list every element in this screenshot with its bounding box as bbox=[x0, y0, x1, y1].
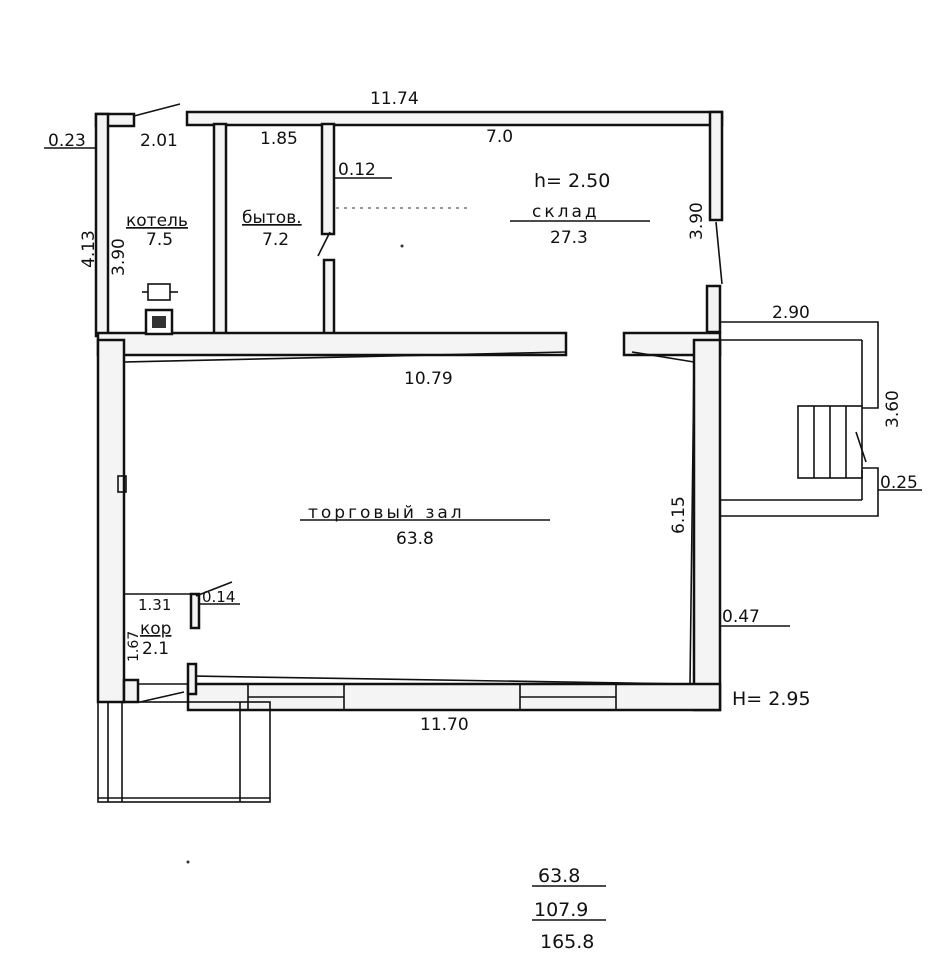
door-sklad-right bbox=[715, 221, 723, 285]
door-kor-bottom bbox=[139, 691, 185, 703]
room-sklad-area: 27.3 bbox=[550, 228, 588, 248]
wall-kor-right bbox=[189, 592, 201, 630]
dim-hall-height: 6.15 bbox=[669, 496, 689, 534]
wall-hall-left bbox=[96, 338, 126, 704]
room-kor-name: кор bbox=[140, 619, 171, 639]
room-kor-area: 2.1 bbox=[142, 639, 169, 659]
dim-wall-left: 0.23 bbox=[48, 131, 86, 151]
area-totals: 63.8 107.9 165.8 bbox=[534, 865, 594, 953]
boiler-icon bbox=[142, 283, 178, 336]
dim-hall-top: 10.79 bbox=[404, 369, 453, 389]
total-auxiliary: 107.9 bbox=[534, 899, 588, 921]
dim-bottom-total: 11.70 bbox=[420, 715, 469, 735]
room-hall-name: торговый зал bbox=[308, 503, 465, 523]
dim-kotel-width: 2.01 bbox=[140, 131, 178, 151]
wall-partition-kotel bbox=[212, 122, 228, 338]
door-bytov bbox=[317, 231, 331, 257]
dimensions: 11.74 7.0 2.01 1.85 0.23 0.12 4.13 3.90 … bbox=[48, 89, 918, 735]
total-overall: 165.8 bbox=[540, 931, 594, 953]
room-sklad-name: склад bbox=[532, 202, 600, 222]
dim-left-height: 4.13 bbox=[79, 230, 99, 268]
wall-kor-bottom-right bbox=[186, 662, 198, 696]
room-hall-area: 63.8 bbox=[396, 529, 434, 549]
room-kotel-name: котель bbox=[126, 211, 188, 231]
wall-sklad-right-lower bbox=[705, 284, 722, 334]
dim-kor-width: 1.31 bbox=[138, 596, 171, 614]
dim-porch-depth: 3.60 bbox=[883, 390, 903, 428]
door-kor bbox=[195, 581, 233, 597]
dim-top-total: 11.74 bbox=[370, 89, 419, 109]
dim-sklad-height: 3.90 bbox=[687, 202, 707, 240]
wall-middle-left bbox=[96, 331, 568, 357]
total-hall: 63.8 bbox=[538, 865, 580, 887]
room-bytov-name: бытов. bbox=[242, 208, 302, 228]
walls bbox=[44, 103, 922, 921]
wall-left-upper bbox=[94, 112, 110, 338]
dim-right-wall: 0.47 bbox=[722, 607, 760, 627]
wall-kor-bottom-left bbox=[122, 678, 140, 704]
wall-sklad-right-upper bbox=[708, 110, 724, 222]
dim-porch-wall: 0.25 bbox=[880, 473, 918, 493]
room-bytov-area: 7.2 bbox=[262, 230, 289, 250]
window-left bbox=[117, 475, 127, 493]
dim-kor-door-wall: 0.14 bbox=[202, 588, 235, 606]
dim-kor-height: 1.67 bbox=[126, 631, 142, 662]
dim-top-sklad: 7.0 bbox=[486, 127, 513, 147]
dim-bytov-width: 1.85 bbox=[260, 129, 298, 149]
wall-partition-bytov-lower bbox=[322, 258, 336, 338]
room-kotel-area: 7.5 bbox=[146, 230, 173, 250]
room-labels: котель 7.5 бытов. 7.2 склад 27.3 торговы… bbox=[126, 202, 600, 659]
dim-kotel-height: 3.90 bbox=[109, 238, 129, 276]
door-porch bbox=[855, 431, 867, 463]
wall-partition-bytov-upper bbox=[320, 122, 336, 236]
dim-partition: 0.12 bbox=[338, 160, 376, 180]
ceiling-height-building: H= 2.95 bbox=[732, 688, 811, 710]
porch-outline bbox=[720, 321, 879, 409]
wall-top bbox=[185, 110, 724, 127]
dim-porch-width: 2.90 bbox=[772, 303, 810, 323]
ceiling-height-sklad: h= 2.50 bbox=[534, 170, 610, 192]
porch-outline-lower bbox=[720, 467, 879, 517]
vestibule bbox=[97, 701, 271, 803]
door-entrance bbox=[133, 103, 181, 117]
wall-hall-right bbox=[692, 338, 722, 712]
